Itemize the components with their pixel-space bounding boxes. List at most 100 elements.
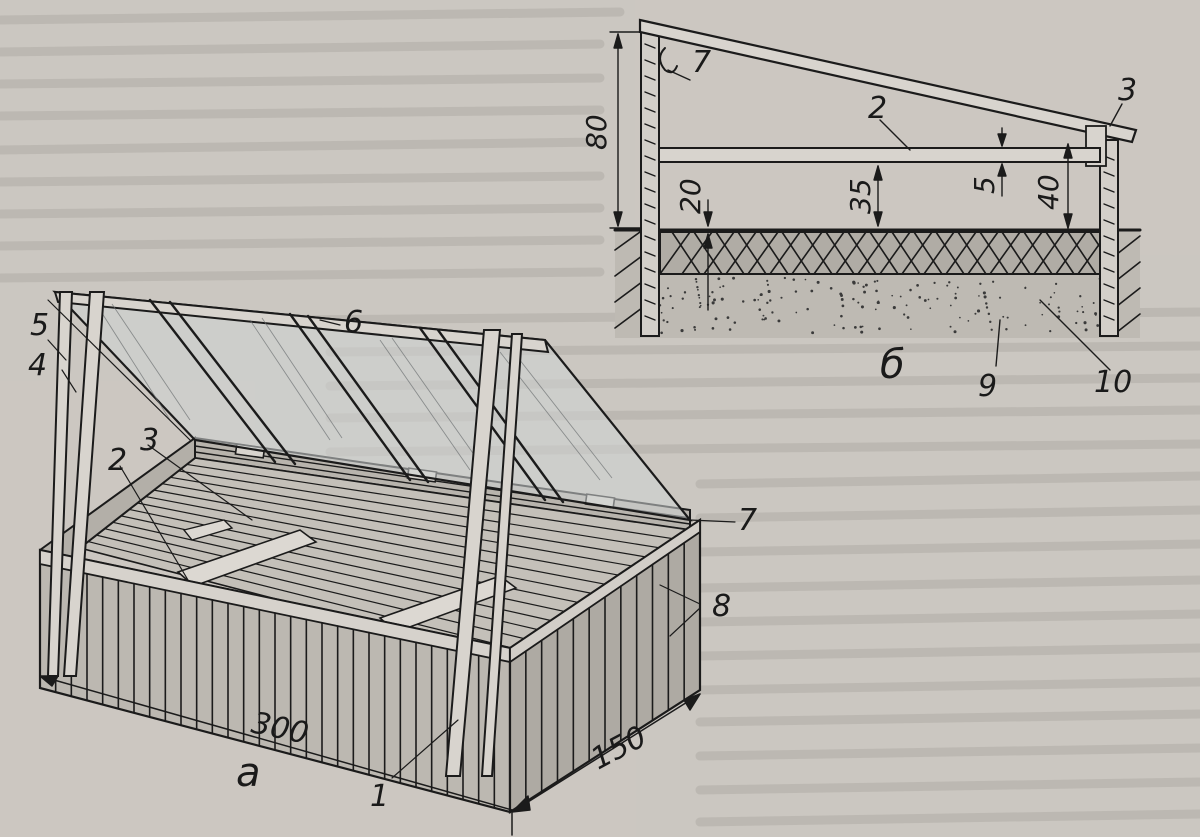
soil-dot bbox=[859, 325, 863, 329]
soil-dot bbox=[759, 293, 762, 296]
soil-dot bbox=[1024, 324, 1027, 327]
soil-dot bbox=[766, 283, 770, 286]
part-label-6: 6 bbox=[344, 305, 363, 340]
soil-dot bbox=[794, 290, 798, 293]
soil-dot bbox=[842, 326, 845, 330]
soil-dot bbox=[933, 281, 936, 284]
post-tick bbox=[1103, 219, 1115, 225]
view-a-leaders bbox=[47, 319, 736, 779]
soil-dot bbox=[949, 304, 952, 307]
soil-dot bbox=[946, 284, 949, 287]
part-label-7b: 7 bbox=[692, 45, 711, 80]
soil-dot bbox=[982, 291, 986, 295]
post-tick bbox=[644, 203, 656, 209]
soil-dot bbox=[696, 285, 699, 289]
soil-dot bbox=[857, 282, 860, 284]
soil-dot bbox=[811, 331, 815, 335]
soil-dot bbox=[711, 327, 715, 330]
soil-dot bbox=[1075, 321, 1078, 325]
soil-dot bbox=[713, 298, 716, 302]
dimension-40-label: 40 bbox=[1032, 174, 1065, 210]
bed-hatch-line bbox=[869, 231, 899, 275]
soil-dot bbox=[936, 297, 939, 300]
dimension-5-label: 5 bbox=[968, 176, 1001, 194]
bed-hatch-line bbox=[781, 231, 811, 275]
soil-dot bbox=[1006, 316, 1009, 319]
soil-dot bbox=[1094, 313, 1097, 316]
bed-layer bbox=[659, 231, 1119, 275]
view-b-caption: б bbox=[880, 342, 905, 388]
soil-dot bbox=[833, 324, 836, 326]
bed-hatch-line bbox=[989, 231, 1021, 275]
soil-dot bbox=[877, 301, 880, 305]
soil-dot bbox=[861, 325, 864, 328]
bed-hatch-line bbox=[725, 231, 757, 275]
soil-dot bbox=[767, 289, 771, 294]
soil-dot bbox=[795, 311, 798, 314]
soil-dot bbox=[874, 308, 877, 311]
bed-hatch-line bbox=[835, 231, 867, 275]
soil-dot bbox=[699, 301, 702, 305]
view-b-dimension-lines bbox=[609, 31, 1123, 371]
post-tick bbox=[1103, 299, 1115, 305]
post-tick bbox=[644, 43, 656, 49]
soil-dot bbox=[717, 277, 721, 281]
floor-board-line bbox=[87, 540, 524, 652]
view-b-labels: 80 7 2 3 20 35 5 40 б 9 10 bbox=[580, 45, 1137, 404]
soil-dot bbox=[1079, 295, 1082, 298]
soil-dot bbox=[840, 314, 843, 318]
soil-dot bbox=[983, 295, 987, 299]
soil-dot bbox=[910, 328, 912, 330]
soil-dot bbox=[948, 281, 951, 284]
part-label-9: 9 bbox=[978, 369, 997, 404]
soil-dot bbox=[726, 316, 730, 319]
soil-dot bbox=[771, 311, 774, 314]
soil-dot bbox=[985, 302, 988, 305]
soil-dot bbox=[905, 304, 908, 307]
part-label-4: 4 bbox=[28, 348, 47, 383]
post-tick bbox=[644, 123, 656, 129]
bed-hatch-line bbox=[813, 231, 845, 275]
part-label-2: 2 bbox=[108, 443, 127, 478]
bed-hatch-line bbox=[747, 231, 779, 275]
soil-dot bbox=[708, 295, 711, 298]
soil-dot bbox=[927, 298, 930, 301]
soil-dot bbox=[1083, 321, 1087, 325]
soil-dot bbox=[1076, 310, 1079, 313]
soil-dot bbox=[953, 330, 957, 334]
bed-hatch-line bbox=[857, 231, 889, 275]
bed-hatch-line bbox=[803, 231, 833, 275]
hook-icon bbox=[659, 47, 678, 74]
soil-dot bbox=[693, 325, 696, 329]
bed-hatch-line bbox=[1067, 231, 1097, 275]
part-label-2b: 2 bbox=[868, 91, 887, 126]
floor-board-line bbox=[136, 502, 601, 596]
soil-dot bbox=[695, 280, 698, 283]
part-label-10: 10 bbox=[1094, 365, 1132, 400]
post-tick bbox=[1103, 187, 1115, 193]
view-a-perspective bbox=[38, 290, 736, 836]
soil-dot bbox=[840, 298, 844, 301]
soil-dot bbox=[1048, 303, 1051, 306]
soil-dot bbox=[1049, 329, 1052, 333]
post-tick bbox=[644, 59, 656, 65]
post-tick bbox=[1103, 203, 1115, 209]
post-tick bbox=[644, 75, 656, 81]
post-tick bbox=[644, 139, 656, 145]
soil-dot bbox=[777, 319, 781, 323]
soil-dot bbox=[720, 297, 724, 301]
post-tick bbox=[644, 219, 656, 225]
soil-dot bbox=[892, 306, 896, 310]
soil-dot bbox=[680, 329, 684, 333]
soil-dot bbox=[876, 279, 879, 282]
soil-dot bbox=[978, 295, 980, 297]
bed-hatch-line bbox=[847, 231, 877, 275]
soil-dot bbox=[976, 309, 981, 313]
soil-dot bbox=[816, 280, 820, 284]
bed-hatch-line bbox=[759, 231, 789, 275]
soil-dot bbox=[662, 319, 665, 322]
soil-dot bbox=[694, 277, 698, 281]
dimension-80-label: 80 bbox=[580, 114, 613, 150]
